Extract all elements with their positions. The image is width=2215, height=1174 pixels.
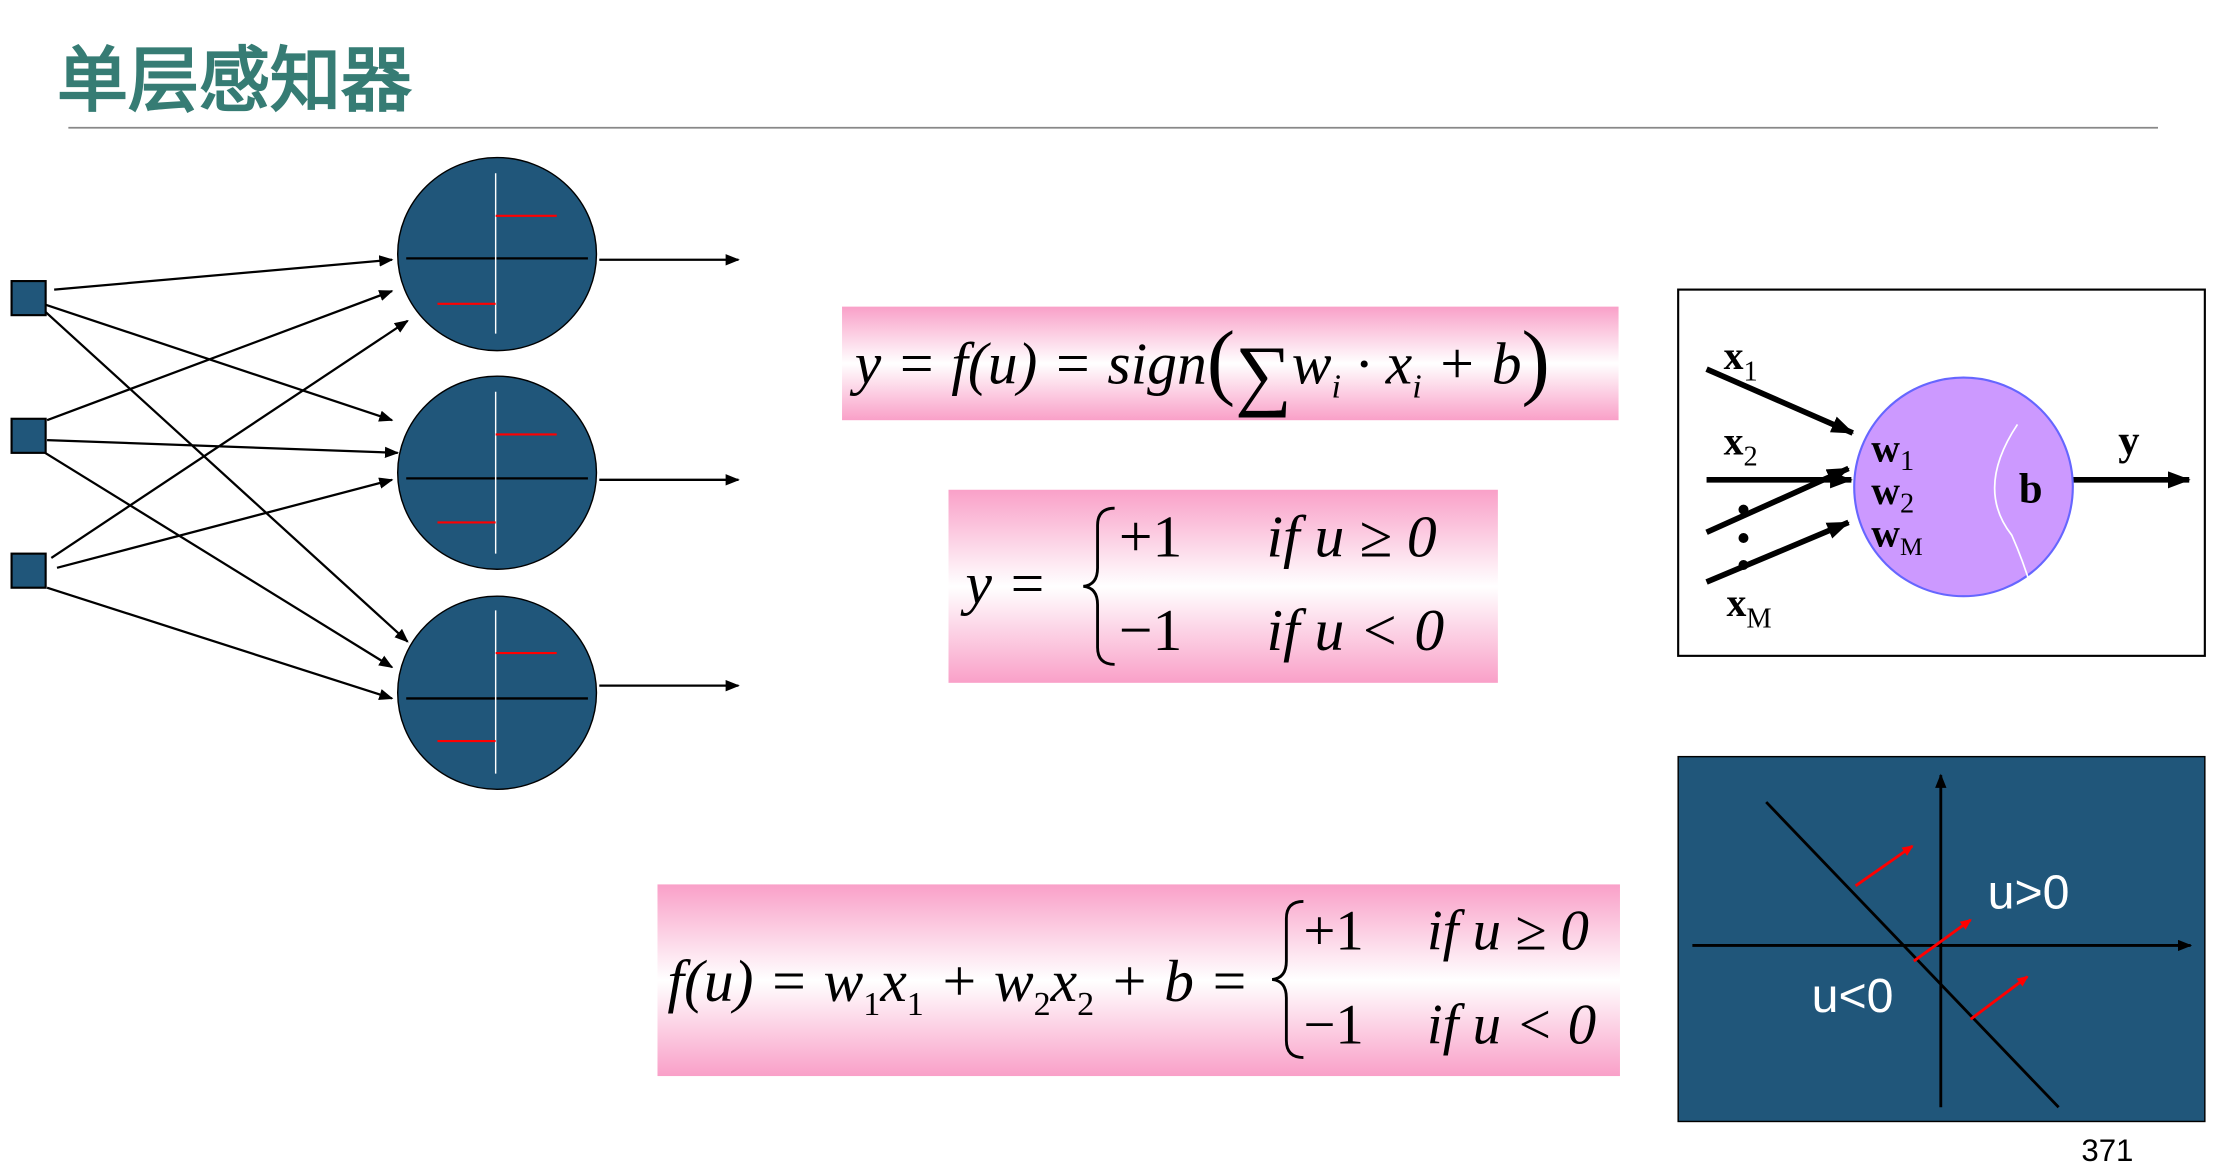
svg-text:f(u) = w1x1 + w2x2 + b =: f(u) = w1x1 + w2x2 + b = [667, 948, 1249, 1023]
svg-text:+1: +1 [1303, 900, 1363, 963]
neuron-model-diagram: x1 x2 xM w1 w2 wM b y [1677, 288, 2206, 657]
perceptron-network [42, 254, 740, 700]
svg-text:if u < 0: if u < 0 [1266, 597, 1444, 663]
page-title: 单层感知器 [57, 39, 413, 122]
svg-text:−1: −1 [1119, 597, 1182, 663]
decision-boundary-plot: u>0 u<0 [1677, 755, 2206, 1123]
svg-text:if u ≥ 0: if u ≥ 0 [1266, 503, 1436, 569]
input-node [10, 552, 47, 589]
svg-text:y: y [2118, 417, 2139, 464]
page-number: 371 [2081, 1133, 2133, 1168]
svg-text:wM: wM [1871, 512, 1922, 562]
negative-region-label: u<0 [1812, 969, 1894, 1023]
formula-text: y = f(u) = sign [850, 330, 1207, 396]
svg-text:+1: +1 [1119, 503, 1182, 569]
svg-text:x2: x2 [1724, 419, 1758, 472]
output-neuron [396, 595, 598, 791]
input-node [10, 417, 47, 454]
svg-text:b: b [2019, 466, 2043, 513]
svg-text:xM: xM [1726, 581, 1771, 634]
svg-text:y =: y = [961, 550, 1048, 616]
formula-linear: f(u) = w1x1 + w2x2 + b = +1 if u ≥ 0 −1 … [657, 884, 1620, 1077]
svg-text:w2: w2 [1871, 469, 1914, 520]
output-neuron [396, 156, 598, 352]
svg-text:w1: w1 [1871, 426, 1914, 477]
positive-region-label: u>0 [1988, 866, 2070, 920]
svg-text:−1: −1 [1303, 993, 1363, 1056]
input-node [10, 280, 47, 317]
svg-text:x1: x1 [1724, 334, 1758, 387]
output-neuron [396, 375, 598, 570]
svg-text:if u ≥ 0: if u ≥ 0 [1427, 900, 1589, 963]
svg-text:if u < 0: if u < 0 [1427, 993, 1596, 1056]
formula-piecewise: y = +1 if u ≥ 0 −1 if u < 0 [948, 489, 1498, 683]
formula-sign: y = f(u) = sign(∑wi · xi + b) [842, 306, 1619, 421]
svg-text:y = f(u) = sign(∑wi · xi + b): y = f(u) = sign(∑wi · xi + b) [850, 314, 1550, 418]
